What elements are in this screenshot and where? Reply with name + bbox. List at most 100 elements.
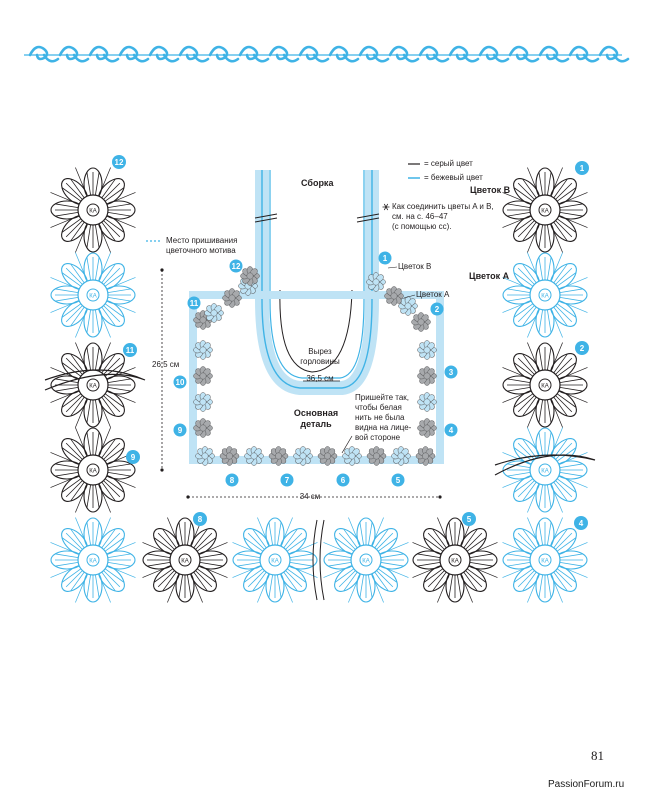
motif-center-label: КА	[89, 294, 97, 300]
sew-note-line-1: Пришейте так,	[355, 393, 409, 402]
legend-note-line-1: Как соединить цветы A и B,	[392, 202, 494, 211]
motif-center-label: КА	[89, 384, 97, 390]
number-badge-1: 1	[378, 251, 392, 265]
motif-center-label: КА	[541, 209, 549, 215]
motif-center-label: КА	[89, 469, 97, 475]
number-label: 10	[176, 378, 185, 387]
small-flower-2	[219, 446, 240, 466]
number-label: 5	[396, 476, 401, 485]
number-label: 1	[383, 254, 388, 263]
legend-note-line-3: (с помощью сс).	[392, 222, 452, 231]
number-label: 12	[115, 158, 124, 167]
join-thread-left	[44, 369, 146, 391]
number-label: 4	[579, 519, 584, 528]
neckline-inner-outline	[269, 170, 365, 379]
number-badge-8: 8	[193, 512, 207, 526]
legend-gray-label: = серый цвет	[424, 159, 473, 168]
small-flower-9	[391, 446, 411, 466]
width-dim-end-left	[186, 495, 190, 499]
strap-break-left	[254, 213, 278, 223]
motif-center-label: КА	[271, 559, 279, 565]
neckline-outline	[261, 170, 373, 389]
legend-flower-a: Цветок A	[469, 271, 510, 281]
number-badge-4: 4	[444, 423, 458, 437]
number-label: 8	[198, 515, 203, 524]
number-label: 7	[285, 476, 290, 485]
width-measure: 34 см	[299, 492, 321, 501]
small-flower-14	[193, 340, 213, 360]
motif-center-label: КА	[451, 559, 459, 565]
neckline-line-1: Вырез	[308, 347, 332, 356]
small-flower-8	[366, 446, 387, 466]
number-badge-9: 9	[173, 423, 187, 437]
number-badge-7: 7	[280, 473, 294, 487]
motif-center-label: КА	[541, 384, 549, 390]
motif-bottom-2: КА	[142, 517, 228, 603]
decorative-border	[24, 45, 630, 63]
small-flower-22	[417, 366, 437, 386]
page-number: 81	[591, 748, 604, 763]
number-badge-9: 9	[126, 450, 140, 464]
motif-center-label: КА	[541, 294, 549, 300]
number-label: 4	[449, 426, 454, 435]
number-label: 2	[580, 344, 585, 353]
legend-flower-b: Цветок B	[470, 185, 511, 195]
neckline-measure: 36,5 см	[306, 374, 334, 383]
small-flower-26	[384, 286, 404, 306]
motif-left-1: КА	[50, 167, 136, 253]
number-label: 3	[449, 368, 454, 377]
sew-note-line-4: видна на лице-	[355, 423, 412, 432]
small-flower-19	[240, 266, 260, 286]
sewing-note-line-1: Место пришивания	[166, 236, 238, 245]
number-label: 1	[580, 164, 585, 173]
number-badge-11: 11	[187, 296, 201, 310]
small-flower-23	[417, 340, 437, 360]
number-badge-8: 8	[225, 473, 239, 487]
motif-center-label: КА	[362, 559, 370, 565]
number-badge-11: 11	[123, 343, 137, 357]
legend-beige-label: = бежевый цвет	[424, 173, 483, 182]
watermark: PassionForum.ru	[548, 779, 625, 790]
strap-break-right	[356, 213, 380, 223]
number-badge-1: 1	[575, 161, 589, 175]
motif-center-label: КА	[541, 559, 549, 565]
motif-bottom-3: КА	[232, 517, 318, 603]
break-lines	[312, 519, 325, 601]
small-flower-13	[193, 366, 213, 386]
motif-center-label: КА	[89, 559, 97, 565]
motif-bottom-6: КА	[502, 517, 588, 603]
motif-right-2: КА	[502, 252, 588, 338]
label-flower-a: Цветок A	[416, 290, 450, 299]
assembly-title: Сборка	[301, 178, 334, 188]
snowflake-icon	[382, 203, 390, 211]
number-badge-6: 6	[336, 473, 350, 487]
flower-a-pointer	[403, 294, 416, 299]
motif-left-3: КА	[50, 342, 136, 428]
number-label: 6	[341, 476, 346, 485]
small-flower-20	[417, 418, 437, 438]
small-flower-21	[417, 392, 437, 412]
main-part-line-2: деталь	[300, 419, 332, 429]
number-label: 9	[131, 453, 136, 462]
small-flower-4	[268, 446, 289, 466]
neckline-curve	[279, 289, 353, 373]
small-flower-10	[415, 446, 436, 466]
small-flower-16	[204, 303, 224, 323]
main-part-line-1: Основная	[293, 408, 339, 418]
sew-note-line-2: чтобы белая	[355, 403, 402, 412]
height-measure: 26,5 см	[152, 360, 180, 369]
small-flower-5	[293, 446, 313, 466]
number-label: 9	[178, 426, 183, 435]
motif-left-4: КА	[50, 427, 136, 513]
number-label: 5	[467, 515, 472, 524]
neckline-line-2: горловины	[300, 357, 340, 366]
number-label: 12	[232, 262, 241, 271]
number-label: 11	[126, 346, 135, 355]
motif-left-2: КА	[50, 252, 136, 338]
number-label: 2	[435, 305, 440, 314]
flower-b-pointer	[387, 266, 398, 269]
motif-bottom-5: КА	[412, 517, 498, 603]
small-flower-7	[342, 446, 362, 466]
